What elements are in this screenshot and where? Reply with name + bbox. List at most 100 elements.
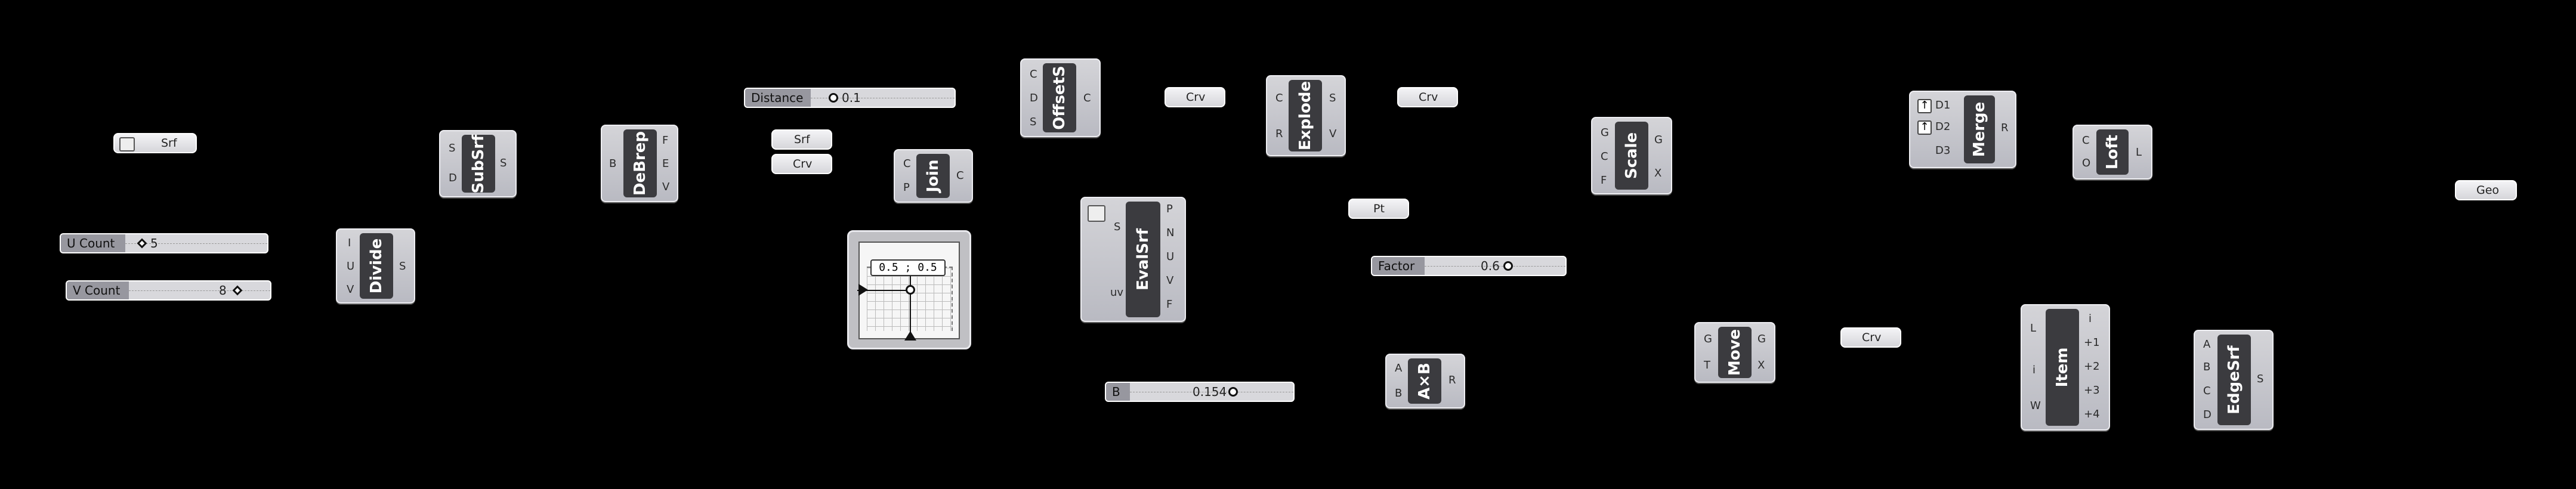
distance-slider[interactable]: Distance 0.1 (744, 88, 956, 108)
component-bar: DeBrep (623, 129, 657, 197)
slider-label: Factor (1372, 257, 1425, 275)
surface-icon (1088, 205, 1105, 222)
crv-param[interactable]: Crv (771, 154, 832, 174)
slider-track (1425, 266, 1565, 267)
slider-grip[interactable] (1503, 261, 1513, 271)
slider-label: B (1106, 383, 1130, 401)
input-D: D (2203, 408, 2211, 421)
input-B: B (609, 157, 617, 170)
divide-component[interactable]: I U V Divide S (336, 228, 415, 304)
component-bar: EdgeSrf (2217, 335, 2251, 425)
edgesrf-component[interactable]: A B C D EdgeSrf S (2194, 330, 2274, 430)
component-name: Move (1726, 329, 1744, 376)
merge-component[interactable]: ↑ ↑ D1 D2 D3 Merge R (1909, 91, 2016, 168)
arrow-right-icon (858, 284, 868, 296)
offsets-component[interactable]: C D S OffsetS C (1020, 58, 1101, 137)
param-label: Pt (1373, 202, 1385, 215)
output-V: V (1166, 274, 1174, 287)
slider-value: 0.1 (842, 91, 861, 105)
output-G: G (1654, 134, 1663, 146)
component-name: A×B (1416, 363, 1434, 400)
slider-grip[interactable] (1228, 387, 1238, 397)
loft-component[interactable]: C O Loft L (2072, 125, 2152, 179)
input-uv: uv (1110, 286, 1124, 299)
output-plus3: +3 (2084, 384, 2100, 397)
component-name: OffsetS (1051, 66, 1068, 130)
slider-label: Distance (745, 89, 811, 107)
component-name: Loft (2104, 134, 2121, 170)
slider-grip[interactable] (829, 93, 838, 103)
output-S: S (399, 260, 406, 273)
output-U: U (1166, 250, 1175, 263)
scale-component[interactable]: G C F Scale G X (1591, 117, 1672, 194)
slider-value: 0.6 (1481, 259, 1500, 273)
input-U: U (347, 260, 355, 273)
input-D2: D2 (1935, 120, 1951, 133)
output-S: S (1329, 92, 1336, 104)
slider-label: U Count (61, 234, 125, 252)
param-label: Crv (793, 157, 813, 171)
output-V: V (662, 181, 670, 193)
debrep-component[interactable]: B DeBrep F E V (601, 125, 678, 202)
input-I: I (348, 237, 351, 249)
b-slider[interactable]: B 0.154 (1105, 382, 1295, 402)
evalsrf-component[interactable]: S uv EvalSrf P N U V F (1080, 197, 1186, 322)
u-count-slider[interactable]: U Count 5 (60, 233, 268, 253)
output-F: F (1166, 298, 1173, 311)
slider-track (125, 243, 267, 244)
input-C: C (2082, 134, 2090, 147)
component-name: DeBrep (631, 131, 649, 196)
output-P: P (1166, 203, 1173, 215)
output-plus2: +2 (2084, 360, 2100, 373)
input-C: C (903, 157, 911, 170)
crv-param[interactable]: Crv (1165, 87, 1225, 107)
output-R: R (1448, 374, 1456, 386)
item-component[interactable]: L i W Item i +1 +2 +3 +4 (2021, 304, 2110, 431)
input-W: W (2030, 400, 2041, 412)
subsrf-component[interactable]: S D SubSrf S (439, 130, 517, 197)
input-C: C (1030, 68, 1037, 81)
input-i: i (2033, 364, 2036, 376)
arrow-up-icon (904, 331, 916, 341)
explode-component[interactable]: C R Explode S V (1266, 75, 1346, 156)
md-slider[interactable]: 0.5 ; 0.5 (847, 230, 971, 349)
move-component[interactable]: G T Move G X (1694, 322, 1775, 383)
component-bar: Merge (1964, 95, 1995, 163)
join-component[interactable]: C P Join C (894, 149, 973, 203)
input-D: D (1030, 92, 1038, 104)
slider-track (129, 290, 270, 291)
component-bar: SubSrf (462, 134, 495, 193)
param-label: Crv (1419, 91, 1438, 104)
pt-param[interactable]: Pt (1348, 199, 1409, 219)
component-bar: OffsetS (1043, 63, 1076, 132)
axb-component[interactable]: A B A×B R (1385, 354, 1465, 408)
v-count-slider[interactable]: V Count 8 (66, 280, 271, 301)
output-F: F (662, 134, 669, 147)
component-name: EdgeSrf (2225, 345, 2243, 414)
input-D1: D1 (1935, 99, 1951, 112)
input-O: O (2082, 157, 2091, 169)
component-name: Item (2053, 347, 2071, 388)
surface-icon (119, 137, 135, 151)
factor-slider[interactable]: Factor 0.6 (1371, 256, 1567, 276)
crv-param[interactable]: Crv (1840, 327, 1901, 348)
input-S: S (1030, 116, 1037, 128)
component-bar: Item (2046, 309, 2079, 426)
slider-grip[interactable] (137, 238, 147, 249)
slider-grip[interactable] (232, 285, 243, 296)
output-E: E (662, 157, 669, 170)
slider-value: 5 (150, 236, 158, 250)
md-slider-handle[interactable] (906, 285, 915, 295)
srf-param[interactable]: Srf (113, 133, 197, 153)
input-G: G (1704, 333, 1712, 345)
input-F: F (1601, 174, 1607, 187)
component-bar: Divide (360, 233, 393, 299)
srf-param[interactable]: Srf (771, 129, 832, 150)
crv-param[interactable]: Crv (1397, 87, 1458, 107)
geo-param[interactable]: Geo (2455, 180, 2517, 200)
output-X: X (1758, 359, 1765, 372)
input-G: G (1601, 126, 1609, 139)
output-C: C (1083, 92, 1091, 104)
input-A: A (2203, 338, 2211, 351)
output-C: C (956, 169, 964, 182)
